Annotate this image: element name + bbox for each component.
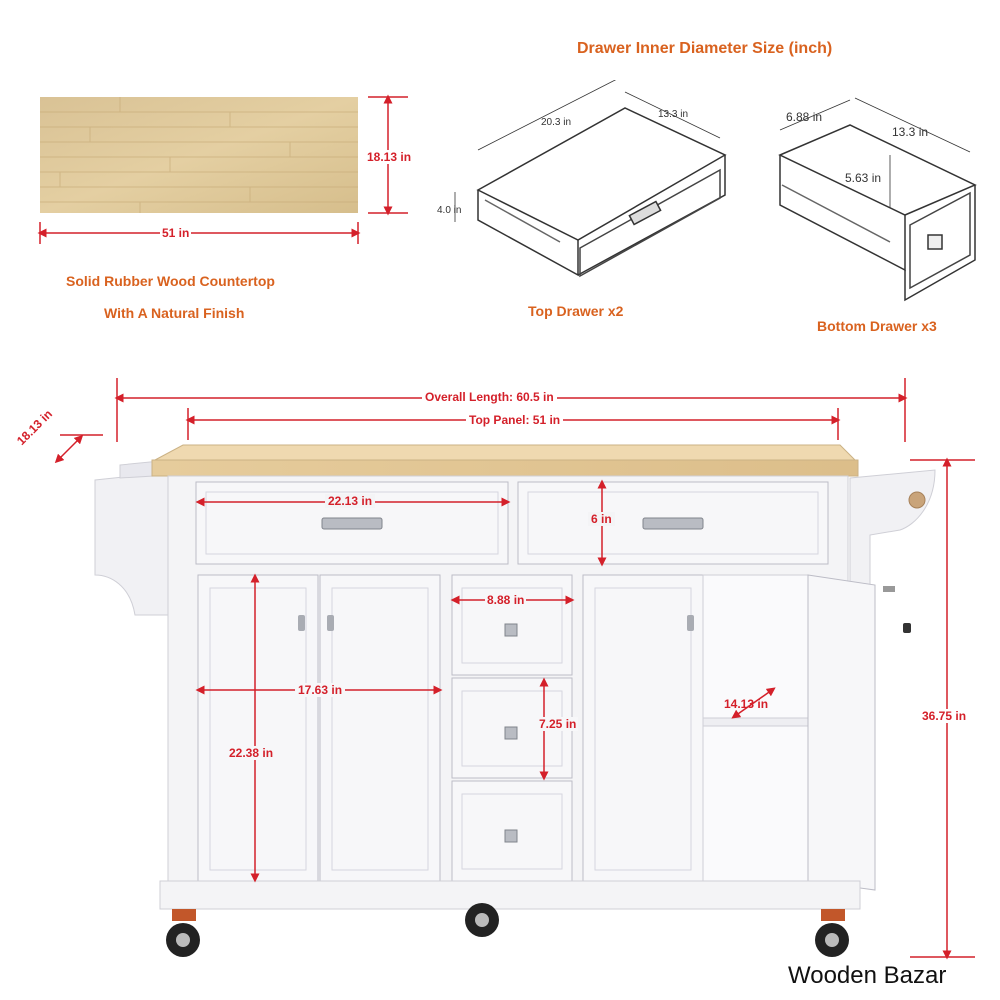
cabinet-width-dim: 17.63 in	[295, 683, 346, 697]
countertop-wood-image	[40, 97, 358, 213]
wheels	[166, 903, 849, 957]
small-drawer-width-dim: 8.88 in	[485, 593, 527, 607]
total-height-label: 36.75 in	[922, 709, 967, 723]
top-drawer-diagram	[454, 80, 727, 278]
top-drawer-width-dim: 22.13 in	[325, 494, 376, 508]
watermark: Wooden Bazar	[788, 962, 947, 989]
bottom-drawer-width-label: 13.3 in	[892, 125, 929, 139]
top-drawer-height-dim: 6 in	[588, 512, 615, 526]
top-drawer-caption: Top Drawer x2	[528, 303, 624, 319]
bottom-drawer-caption: Bottom Drawer x3	[817, 318, 937, 334]
overall-length-label: Overall Length: 60.5 in	[422, 390, 557, 404]
top-drawer-height-label: 4.0 in	[437, 205, 462, 216]
drawer-size-title: Drawer Inner Diameter Size (inch)	[577, 40, 833, 57]
bottom-drawer-height-label: 5.63 in	[845, 171, 882, 185]
top-drawer-length-label: 20.3 in	[541, 117, 572, 128]
countertop-diagram	[37, 94, 408, 244]
countertop-caption-1: Solid Rubber Wood Countertop	[66, 273, 275, 289]
bottom-drawer-length-label: 6.88 in	[786, 110, 823, 124]
top-drawer-width-label: 13.3 in	[658, 109, 689, 120]
top-panel-label: Top Panel: 51 in	[466, 413, 564, 427]
shelf-depth-dim: 14.13 in	[724, 697, 769, 711]
cabinet-height-dim: 22.38 in	[226, 746, 277, 760]
kitchen-cart-diagram	[54, 378, 975, 960]
small-drawer-height-dim: 7.25 in	[537, 717, 579, 731]
countertop-width-label: 51 in	[160, 226, 192, 240]
countertop-height-label: 18.13 in	[367, 150, 412, 164]
countertop-caption-2: With A Natural Finish	[104, 305, 245, 321]
bottom-drawer-diagram	[778, 97, 977, 302]
